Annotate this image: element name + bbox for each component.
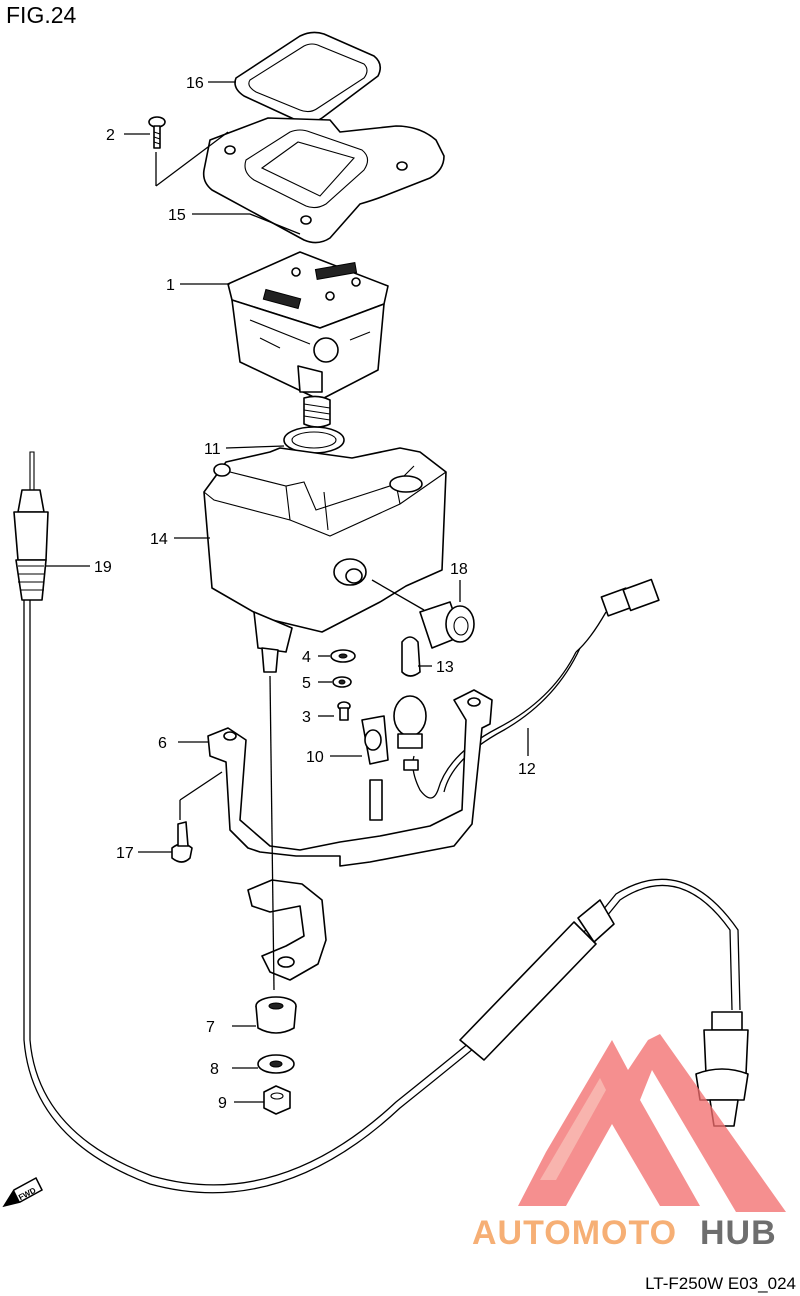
part-6-bracket bbox=[207, 689, 493, 981]
part-7-grommet bbox=[255, 996, 297, 1034]
part-14-housing bbox=[203, 447, 447, 673]
part-17-screw bbox=[171, 821, 193, 863]
figure-code: LT-F250W E03_024 bbox=[645, 1274, 796, 1293]
part-11-o-ring bbox=[283, 426, 345, 454]
callout-15: 15 bbox=[168, 207, 186, 224]
callout-19: 19 bbox=[94, 559, 112, 576]
callout-numbers: 16 2 15 1 11 14 19 18 4 13 5 3 6 10 12 1… bbox=[94, 75, 536, 1112]
callout-11: 11 bbox=[204, 441, 221, 458]
fwd-arrow-icon: FWD bbox=[2, 1176, 43, 1208]
callout-13: 13 bbox=[436, 659, 454, 676]
callout-12: 12 bbox=[518, 761, 536, 778]
part-19-cable bbox=[13, 451, 749, 1194]
callout-17: 17 bbox=[116, 845, 134, 862]
part-15-cover bbox=[202, 117, 445, 244]
callout-14: 14 bbox=[150, 531, 168, 548]
logo-text-part2: HUB bbox=[700, 1214, 777, 1252]
guide-lines bbox=[155, 131, 383, 991]
part-16-gasket bbox=[234, 31, 382, 124]
part-9-nut bbox=[263, 1085, 291, 1115]
part-4-washer bbox=[330, 649, 356, 663]
callout-8: 8 bbox=[210, 1061, 219, 1078]
part-18-knob bbox=[371, 579, 475, 649]
callout-5: 5 bbox=[302, 675, 311, 692]
callout-10: 10 bbox=[306, 749, 324, 766]
callout-7: 7 bbox=[206, 1019, 215, 1036]
part-3-screw bbox=[337, 701, 351, 721]
callout-6: 6 bbox=[158, 735, 167, 752]
callout-2: 2 bbox=[106, 127, 115, 144]
callout-9: 9 bbox=[218, 1095, 227, 1112]
callout-leaders bbox=[46, 81, 529, 1103]
part-5-washer bbox=[332, 676, 352, 688]
callout-18: 18 bbox=[450, 561, 468, 578]
automotohub-logo: AUTOMOTO HUB bbox=[472, 1034, 786, 1252]
logo-text-part1: AUTOMOTO bbox=[472, 1214, 677, 1252]
part-1-speedometer bbox=[227, 251, 389, 428]
part-8-washer bbox=[257, 1054, 295, 1074]
figure-title: FIG.24 bbox=[6, 2, 77, 28]
part-12-harness bbox=[393, 578, 660, 799]
part-2-screw bbox=[148, 116, 166, 149]
callout-3: 3 bbox=[302, 709, 311, 726]
callout-4: 4 bbox=[302, 649, 311, 666]
part-10-socket bbox=[361, 715, 389, 765]
part-13-bulb bbox=[401, 636, 421, 677]
callout-1: 1 bbox=[166, 277, 175, 294]
callout-16: 16 bbox=[186, 75, 204, 92]
